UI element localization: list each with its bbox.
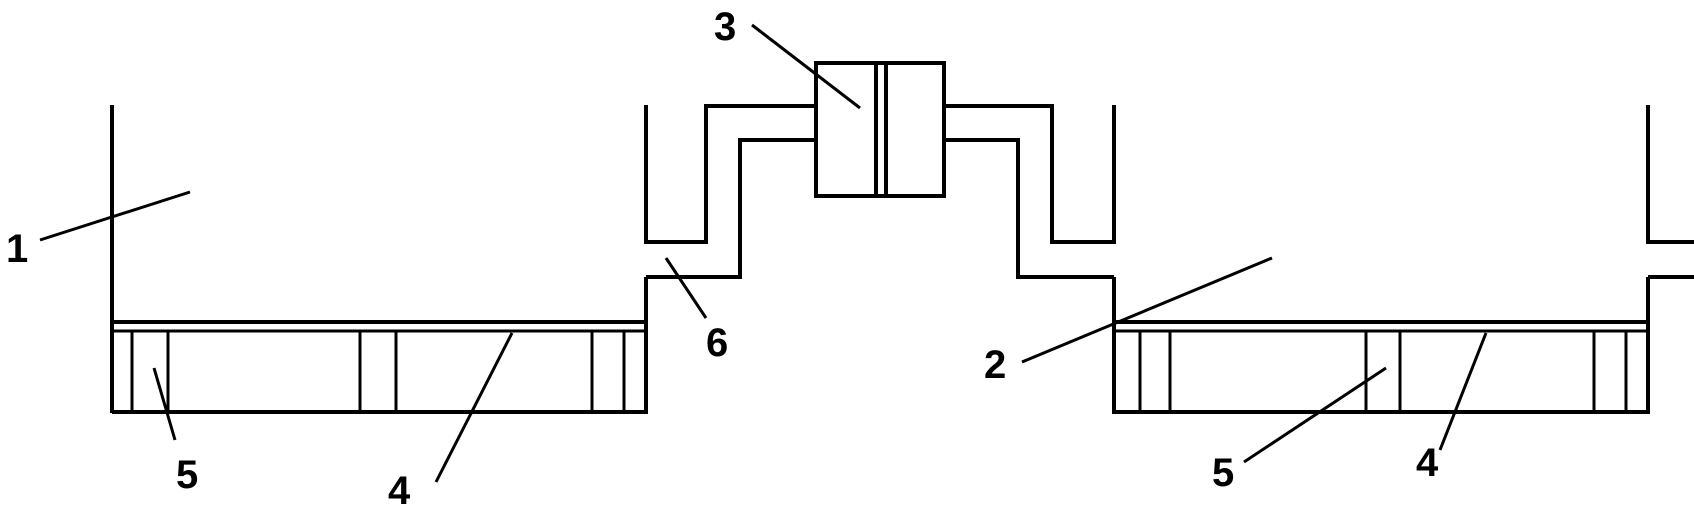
leader-4-right — [1438, 332, 1488, 451]
leader-2 — [1021, 256, 1273, 364]
callout-6: 6 — [706, 321, 728, 365]
leader-6 — [664, 257, 708, 319]
leader-5-left — [152, 367, 177, 441]
right-tank — [1112, 105, 1694, 414]
callout-3: 3 — [714, 5, 736, 49]
callout-4-left: 4 — [388, 469, 411, 509]
callout-5-right: 5 — [1212, 451, 1234, 495]
leader-1 — [39, 190, 191, 242]
leader-lines — [39, 23, 1488, 483]
left-filter-plate — [112, 320, 646, 333]
callout-2: 2 — [984, 343, 1006, 387]
callout-5-left: 5 — [176, 453, 198, 497]
connecting-pipe — [644, 104, 1116, 279]
callout-4-right: 4 — [1416, 441, 1439, 485]
leader-5-right — [1243, 366, 1387, 464]
callout-1: 1 — [6, 227, 28, 271]
left-tank — [110, 105, 648, 414]
left-support-ribs — [130, 331, 626, 412]
callout-labels: 1 2 3 4 4 5 5 6 — [6, 5, 1439, 509]
right-filter-plate — [1114, 320, 1648, 333]
leader-4-left — [434, 332, 514, 483]
leader-3 — [751, 23, 861, 110]
valve — [814, 61, 946, 198]
right-support-ribs — [1138, 331, 1628, 412]
